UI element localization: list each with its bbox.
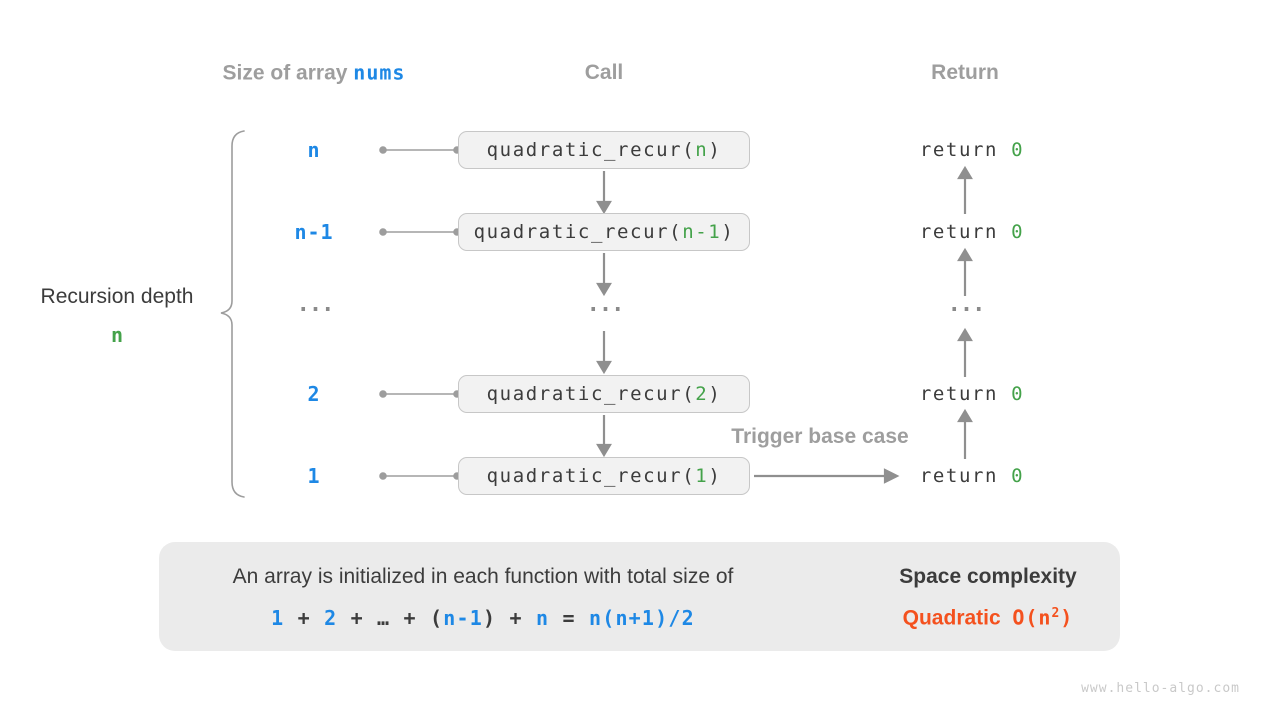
call-prefix: quadratic_recur( (486, 383, 696, 405)
call-prefix: quadratic_recur( (473, 221, 683, 243)
call-box-n-1: quadratic_recur(n-1) (458, 213, 750, 251)
return-keyword: return (919, 221, 1012, 243)
size-ellipsis: ... (296, 292, 335, 317)
big-o-exponent: 2 (1051, 605, 1061, 621)
summary-line1: An array is initialized in each function… (232, 565, 734, 588)
return-keyword: return (919, 139, 1012, 161)
formula-seg: n-1 (443, 606, 484, 630)
call-box-1: quadratic_recur(1) (458, 457, 750, 495)
watermark: www.hello-algo.com (1081, 681, 1240, 696)
return-statement: return 0 (920, 139, 1024, 161)
return-value: 0 (1011, 221, 1025, 243)
return-statement: return 0 (920, 383, 1024, 405)
header-size-text: Size of array (222, 61, 354, 85)
recursion-depth-label: Recursion depth (40, 285, 194, 308)
size-value-1: 1 (307, 464, 321, 488)
trigger-base-case-label: Trigger base case (731, 425, 909, 448)
return-statement: return 0 (920, 465, 1024, 487)
complexity-word: Quadratic (902, 606, 1001, 630)
call-suffix: ) (708, 465, 722, 487)
call-suffix: ) (708, 383, 722, 405)
call-suffix: ) (708, 139, 722, 161)
return-value: 0 (1011, 465, 1025, 487)
return-value: 0 (1011, 139, 1025, 161)
call-prefix: quadratic_recur( (486, 139, 696, 161)
formula-seg: + (284, 606, 325, 630)
return-value: 0 (1011, 383, 1025, 405)
summary-box: An array is initialized in each function… (159, 542, 1120, 651)
header-nums-code: nums (353, 60, 406, 85)
call-prefix: quadratic_recur( (486, 465, 696, 487)
size-value-n: n (307, 138, 321, 162)
call-param: 2 (695, 383, 709, 405)
summary-formula: 1 + 2 + … + (n-1) + n = n(n+1)/2 (271, 606, 695, 630)
recursion-depth-brace (220, 130, 245, 498)
return-ellipsis: ... (947, 292, 986, 317)
complexity-gap (1001, 607, 1013, 630)
formula-seg: 2 (324, 606, 338, 630)
header-return-column: Return (931, 61, 999, 84)
space-complexity-value: Quadratic O(n2) (903, 606, 1074, 631)
big-o-notation: O(n2) (1012, 606, 1073, 630)
base-case-arrow (754, 468, 900, 484)
call-box-2: quadratic_recur(2) (458, 375, 750, 413)
space-complexity-title: Space complexity (899, 565, 1077, 588)
formula-seg: 1 (271, 606, 285, 630)
recursion-depth-value: n (110, 323, 124, 347)
call-suffix: ) (721, 221, 735, 243)
call-param: n-1 (682, 221, 722, 243)
call-param: 1 (695, 465, 709, 487)
return-statement: return 0 (920, 221, 1024, 243)
formula-seg: ) + (483, 606, 536, 630)
formula-seg: + … + ( (337, 606, 444, 630)
formula-seg: n(n+1)/2 (588, 606, 695, 630)
call-ellipsis: ... (586, 292, 625, 317)
size-value-n-1: n-1 (294, 220, 334, 244)
header-call-column: Call (584, 61, 624, 84)
size-connectors (379, 146, 461, 480)
size-value-2: 2 (307, 382, 321, 406)
call-param: n (695, 139, 709, 161)
return-keyword: return (919, 465, 1012, 487)
call-box-n: quadratic_recur(n) (458, 131, 750, 169)
big-o-prefix: O(n (1012, 605, 1052, 630)
return-keyword: return (919, 383, 1012, 405)
formula-seg: = (549, 606, 589, 630)
big-o-suffix: ) (1060, 605, 1074, 630)
header-size-column: Size of array nums (223, 61, 406, 86)
formula-seg: n (535, 606, 550, 630)
